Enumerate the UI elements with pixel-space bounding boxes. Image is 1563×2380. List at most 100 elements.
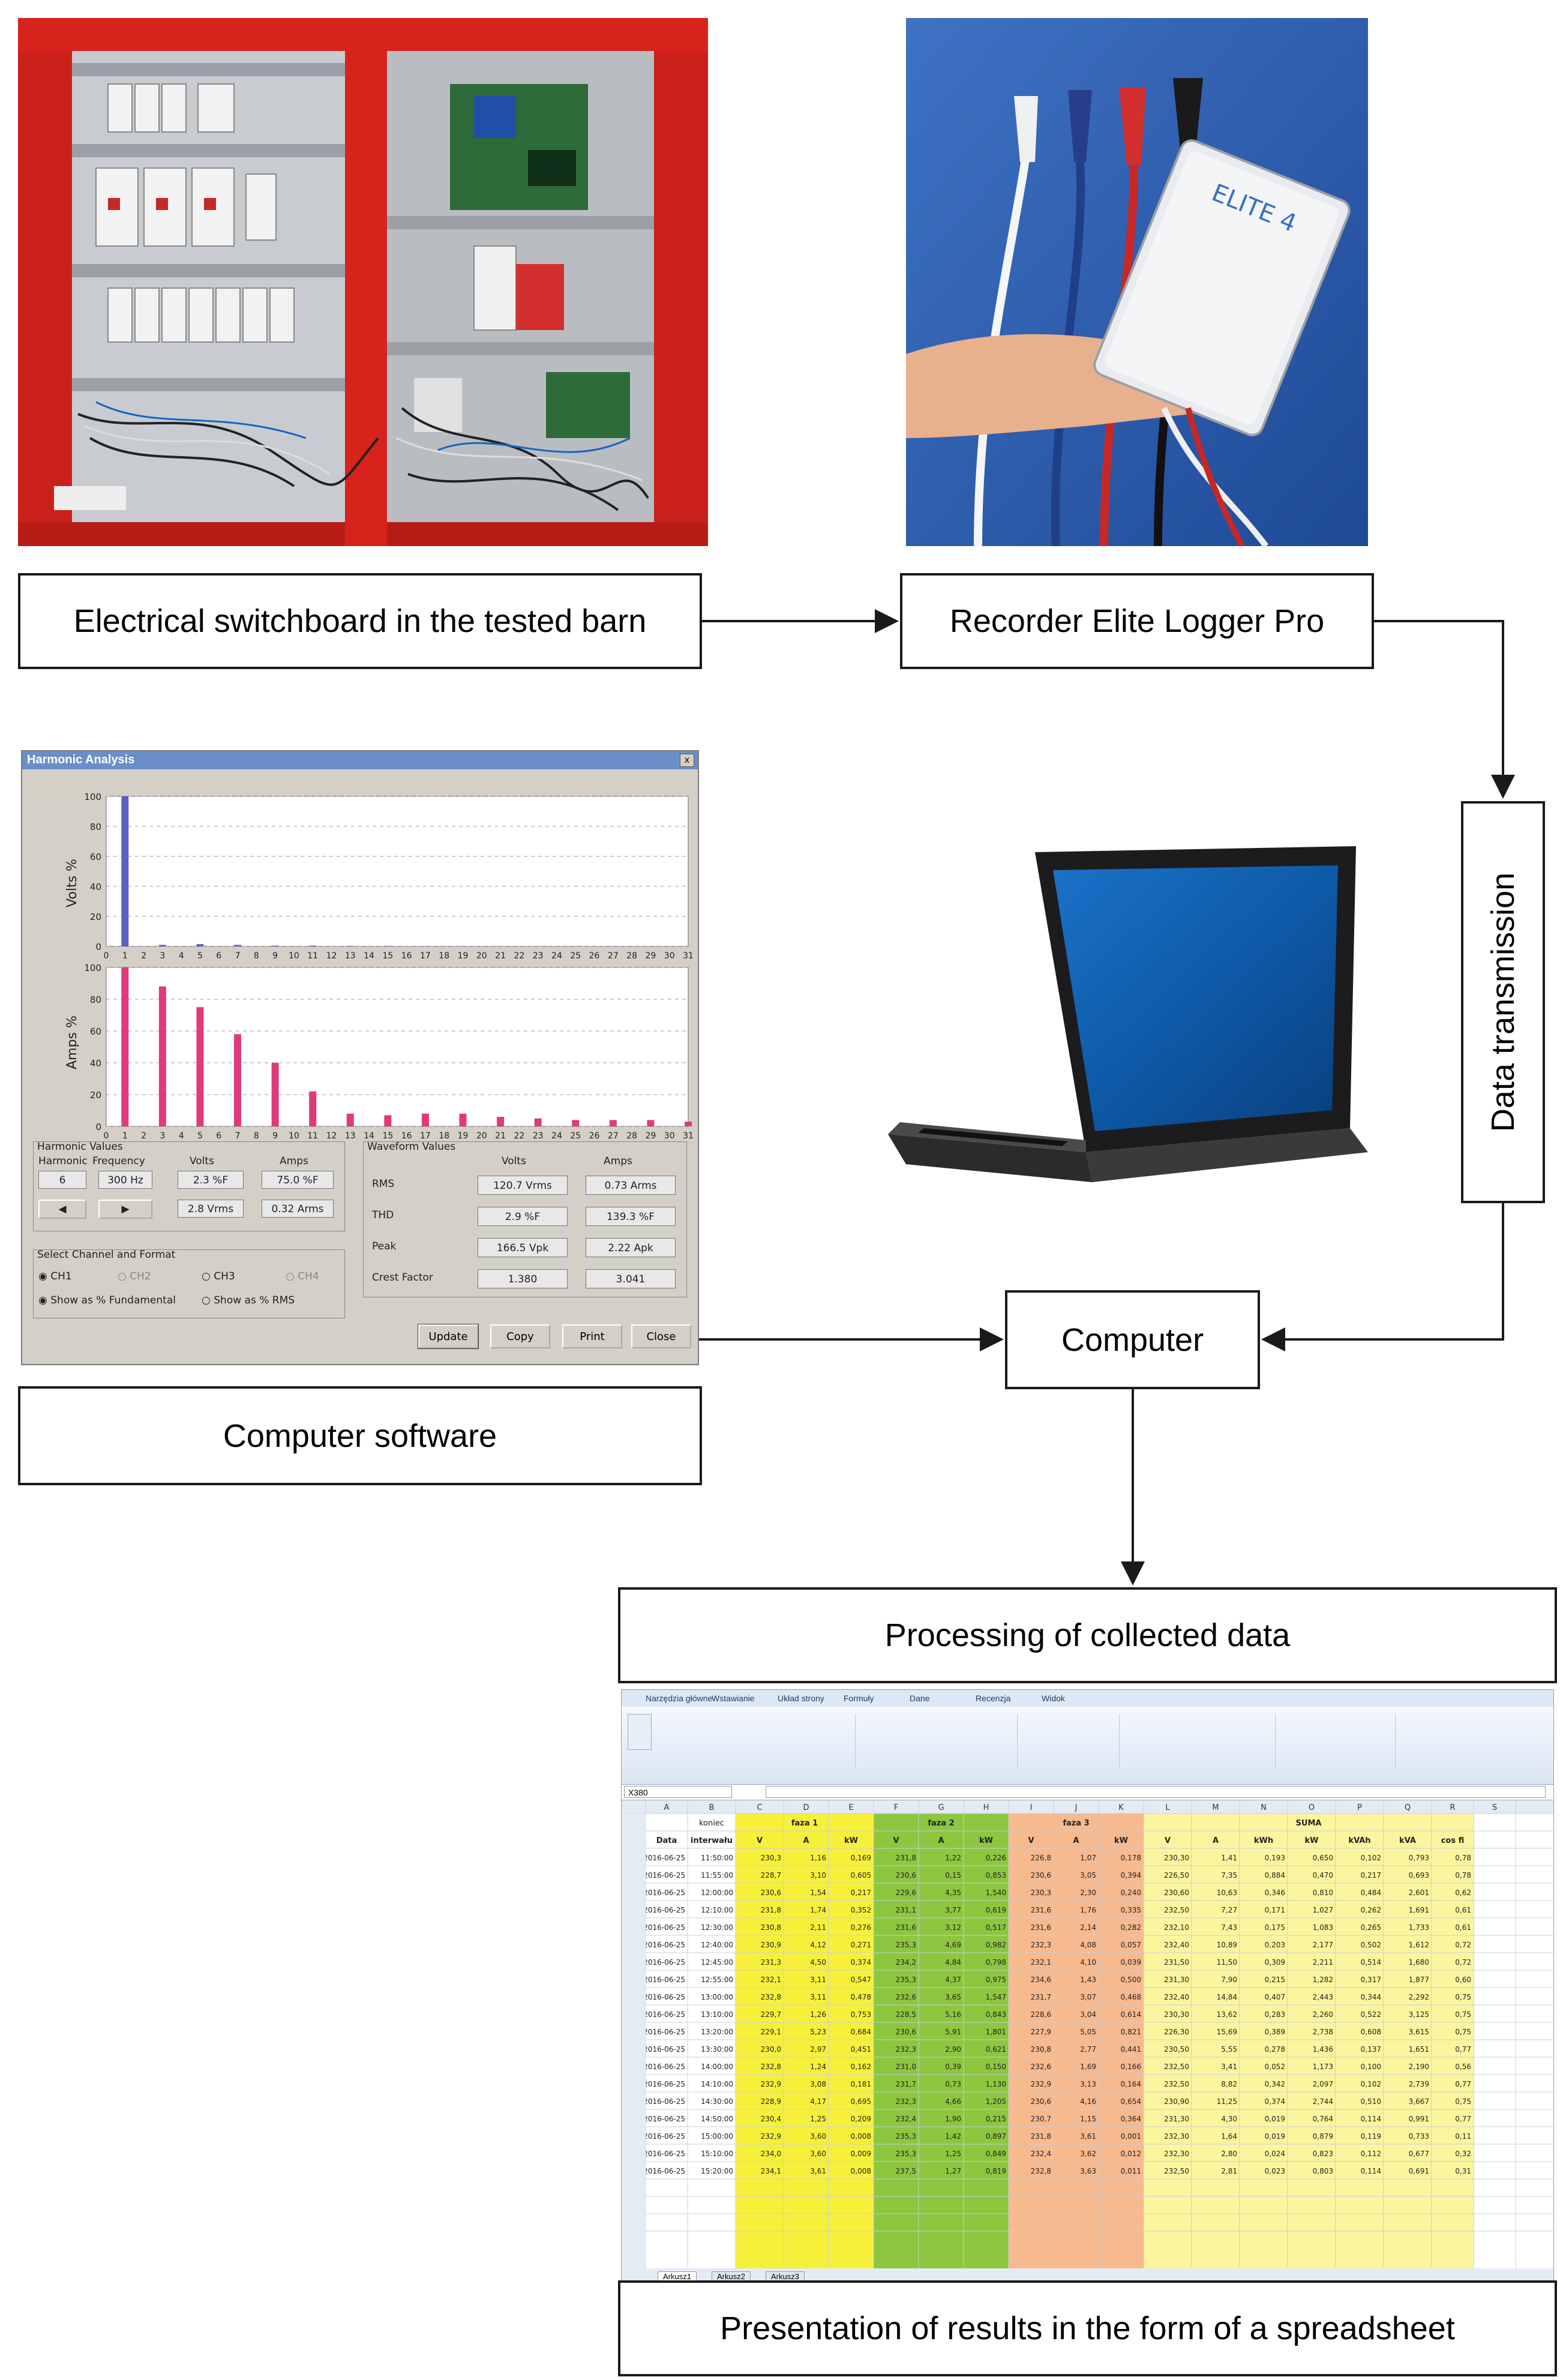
- sheet-cell[interactable]: 0,451: [851, 2045, 871, 2054]
- column-header[interactable]: O: [1309, 1803, 1315, 1812]
- sheet-cell[interactable]: 0,389: [1265, 2028, 1285, 2036]
- sheet-cell[interactable]: 4,66: [945, 2097, 961, 2106]
- sheet-cell[interactable]: 1,25: [810, 2115, 826, 2123]
- sheet-cell[interactable]: 1,64: [1221, 2132, 1237, 2141]
- sheet-cell[interactable]: 0,276: [851, 1923, 871, 1932]
- sheet-cell[interactable]: 1,801: [986, 2028, 1006, 2036]
- sheet-cell[interactable]: 230,9: [761, 1941, 781, 1949]
- sheet-cell[interactable]: 226,50: [1164, 1871, 1189, 1880]
- sheet-cell[interactable]: 0,72: [1455, 1958, 1471, 1967]
- sheet-cell[interactable]: 230,50: [1164, 2045, 1189, 2054]
- sheet-cell[interactable]: 232,3: [896, 2045, 916, 2054]
- sheet-cell[interactable]: 3,08: [810, 2080, 826, 2088]
- sheet-cell[interactable]: 235,3: [896, 1976, 916, 1984]
- sheet-cell[interactable]: 230,6: [1031, 1871, 1051, 1880]
- sheet-cell[interactable]: 1,43: [1080, 1976, 1096, 1984]
- sheet-cell[interactable]: 230,6: [1031, 2097, 1051, 2106]
- sheet-cell[interactable]: 1,691: [1409, 1906, 1429, 1914]
- sheet-cell[interactable]: 0,547: [851, 1976, 871, 1984]
- sheet-cell[interactable]: 2,97: [810, 2045, 826, 2054]
- column-header[interactable]: G: [938, 1803, 944, 1812]
- sheet-cell[interactable]: 0,344: [1361, 1993, 1381, 2001]
- sheet-cell[interactable]: 0,61: [1455, 1923, 1471, 1932]
- software-close-button[interactable]: x: [680, 754, 694, 767]
- sheet-cell[interactable]: 0,102: [1361, 1854, 1381, 1862]
- sheet-cell[interactable]: 15,69: [1217, 2028, 1237, 2036]
- sheet-cell[interactable]: 1,540: [986, 1889, 1006, 1897]
- sheet-cell[interactable]: 0,73: [945, 2080, 961, 2088]
- sheet-cell[interactable]: 2016-06-25: [643, 1906, 685, 1914]
- sheet-cell[interactable]: 230,4: [761, 2115, 781, 2123]
- sheet-cell[interactable]: 231,6: [1031, 1923, 1051, 1932]
- sheet-cell[interactable]: 2016-06-25: [643, 2010, 685, 2019]
- sheet-cell[interactable]: 1,25: [945, 2150, 961, 2158]
- sheet-cell[interactable]: 0,31: [1455, 2167, 1471, 2175]
- sheet-cell[interactable]: 1,547: [986, 1993, 1006, 2001]
- sheet-cell[interactable]: 14:10:00: [701, 2080, 733, 2088]
- sheet-cell[interactable]: 4,10: [1080, 1958, 1096, 1967]
- sheet-cell[interactable]: 2016-06-25: [643, 2167, 685, 2175]
- harmonic-prev-button[interactable]: ◀: [38, 1200, 86, 1219]
- column-header[interactable]: C: [757, 1803, 762, 1812]
- sheet-cell[interactable]: 235,3: [896, 1941, 916, 1949]
- harmonic-value-field[interactable]: 6: [38, 1171, 86, 1189]
- sheet-cell[interactable]: 230,3: [1031, 1889, 1051, 1897]
- sheet-cell[interactable]: 10,63: [1217, 1889, 1237, 1897]
- sheet-cell[interactable]: 0,262: [1361, 1906, 1381, 1914]
- column-header[interactable]: A: [664, 1803, 670, 1812]
- sheet-cell[interactable]: 230,60: [1164, 1889, 1189, 1897]
- sheet-cell[interactable]: 0,619: [986, 1906, 1006, 1914]
- sheet-cell[interactable]: 3,615: [1409, 2028, 1429, 2036]
- sheet-cell[interactable]: 2016-06-25: [643, 1976, 685, 1984]
- sheet-cell[interactable]: 0,309: [1265, 1958, 1285, 1967]
- sheet-cell[interactable]: 230,0: [761, 2045, 781, 2054]
- sheet-cell[interactable]: 3,667: [1409, 2097, 1429, 2106]
- sheet-cell[interactable]: 230,30: [1164, 1854, 1189, 1862]
- sheet-cell[interactable]: 229,7: [761, 2010, 781, 2019]
- sheet-cell[interactable]: 3,07: [1080, 1993, 1096, 2001]
- sheet-cell[interactable]: 228,7: [761, 1871, 781, 1880]
- sheet-cell[interactable]: 0,164: [1121, 2080, 1141, 2088]
- sheet-cell[interactable]: 1,54: [810, 1889, 826, 1897]
- column-header[interactable]: I: [1030, 1803, 1033, 1812]
- sheet-cell[interactable]: 3,11: [810, 1993, 826, 2001]
- sheet-cell[interactable]: 0,278: [1265, 2045, 1285, 2054]
- sheet-cell[interactable]: 4,30: [1221, 2115, 1237, 2123]
- sheet-cell[interactable]: 5,05: [1080, 2028, 1096, 2036]
- sheet-cell[interactable]: 0,879: [1313, 2132, 1333, 2141]
- channel-ch4-radio[interactable]: ○ CH4: [286, 1270, 319, 1282]
- sheet-cell[interactable]: 5,91: [945, 2028, 961, 2036]
- sheet-cell[interactable]: 0,150: [986, 2063, 1006, 2071]
- sheet-cell[interactable]: 4,37: [945, 1976, 961, 1984]
- sheet-cell[interactable]: 5,55: [1221, 2045, 1237, 2054]
- sheet-cell[interactable]: 232,3: [1031, 1941, 1051, 1949]
- ribbon-tab[interactable]: Wstawianie: [712, 1693, 755, 1703]
- sheet-cell[interactable]: 0,226: [986, 1854, 1006, 1862]
- sheet-cell[interactable]: 8,82: [1221, 2080, 1237, 2088]
- sheet-cell[interactable]: 232,9: [761, 2132, 781, 2141]
- sheet-cell[interactable]: 232,4: [896, 2115, 916, 2123]
- sheet-cell[interactable]: 1,24: [810, 2063, 826, 2071]
- sheet-cell[interactable]: 2,211: [1313, 1958, 1333, 1967]
- sheet-cell[interactable]: 2016-06-25: [643, 1854, 685, 1862]
- sheet-cell[interactable]: 0,374: [851, 1958, 871, 1967]
- sheet-cell[interactable]: 228,6: [1031, 2010, 1051, 2019]
- sheet-cell[interactable]: 232,9: [1031, 2080, 1051, 2088]
- sheet-cell[interactable]: 0,209: [851, 2115, 871, 2123]
- sheet-cell[interactable]: 2,744: [1313, 2097, 1333, 2106]
- sheet-cell[interactable]: 232,8: [761, 2063, 781, 2071]
- sheet-cell[interactable]: 235,3: [896, 2150, 916, 2158]
- sheet-cell[interactable]: 0,470: [1313, 1871, 1333, 1880]
- sheet-cell[interactable]: 0,009: [851, 2150, 871, 2158]
- sheet-cell[interactable]: 3,41: [1221, 2063, 1237, 2071]
- sheet-cell[interactable]: 230,7: [1031, 2115, 1051, 2123]
- sheet-cell[interactable]: 12:10:00: [701, 1906, 733, 1914]
- sheet-cell[interactable]: 1,42: [945, 2132, 961, 2141]
- sheet-cell[interactable]: 0,650: [1313, 1854, 1333, 1862]
- sheet-cell[interactable]: 0,61: [1455, 1906, 1471, 1914]
- sheet-cell[interactable]: 1,27: [945, 2167, 961, 2175]
- sheet-cell[interactable]: 0,991: [1409, 2115, 1429, 2123]
- sheet-cell[interactable]: 0,78: [1455, 1871, 1471, 1880]
- sheet-cell[interactable]: 231,3: [761, 1958, 781, 1967]
- sheet-cell[interactable]: 2,738: [1313, 2028, 1333, 2036]
